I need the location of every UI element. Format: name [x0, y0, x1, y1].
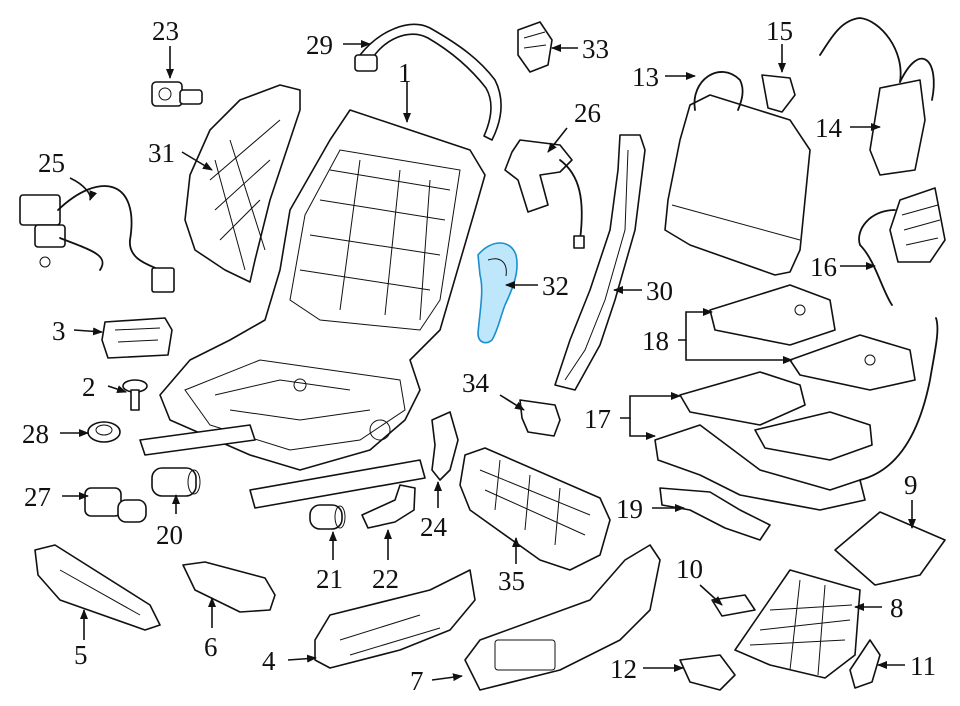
callout-12: 12	[610, 654, 637, 684]
callout-21: 21	[316, 564, 343, 594]
callout-24: 24	[420, 512, 448, 542]
callout-17: 17	[584, 404, 611, 434]
callout-25: 25	[38, 148, 65, 178]
part-29-guide-bar[interactable]	[354, 23, 502, 141]
callout-30: 30	[646, 276, 673, 306]
callout-32: 32	[542, 271, 569, 301]
part-3-switch[interactable]	[101, 317, 173, 359]
part-13-backrest-cover[interactable]	[664, 71, 811, 276]
part-9-plate[interactable]	[834, 511, 946, 586]
part-18-pads[interactable]	[709, 284, 916, 391]
part-26-recliner[interactable]	[504, 139, 585, 249]
callout-26: 26	[574, 98, 601, 128]
callout-18: 18	[642, 326, 669, 356]
part-7-outer-trim[interactable]	[464, 544, 661, 691]
callout-33: 33	[582, 34, 609, 64]
part-32-side-trim[interactable]	[477, 242, 518, 344]
part-4-side-shield[interactable]	[314, 569, 476, 669]
part-28-cap[interactable]	[87, 421, 121, 443]
part-15-clip[interactable]	[761, 74, 796, 113]
callout-20: 20	[156, 520, 183, 550]
callout-34: 34	[462, 368, 490, 398]
callout-19: 19	[616, 494, 643, 524]
callout-16: 16	[810, 252, 837, 282]
part-22-lever[interactable]	[361, 484, 416, 529]
part-30-side-strip[interactable]	[554, 134, 646, 391]
part-24-handle[interactable]	[431, 411, 459, 481]
callout-5: 5	[74, 640, 88, 670]
callout-11: 11	[910, 651, 936, 681]
part-23-actuator[interactable]	[151, 81, 203, 107]
part-6-end-cap[interactable]	[182, 561, 276, 613]
callout-7: 7	[410, 666, 424, 696]
part-31-back-panel[interactable]	[184, 84, 301, 283]
callout-10: 10	[676, 554, 703, 584]
part-19-bracket[interactable]	[659, 487, 771, 541]
callout-23: 23	[152, 16, 179, 46]
callout-6: 6	[204, 632, 218, 662]
callout-1: 1	[398, 58, 412, 88]
callout-13: 13	[632, 62, 659, 92]
part-2-bolt[interactable]	[122, 379, 148, 411]
part-16-lumbar[interactable]	[858, 187, 946, 306]
callout-9: 9	[904, 470, 918, 500]
callout-8: 8	[890, 593, 904, 623]
callout-29: 29	[306, 30, 333, 60]
part-14-heater[interactable]	[819, 17, 935, 176]
callout-31: 31	[148, 138, 175, 168]
callout-labels: 1 2 3 4 5 6 7 8 9 10 11 12 13 14 15 16 1…	[22, 16, 936, 696]
part-34-clip[interactable]	[519, 399, 561, 437]
part-33-bracket[interactable]	[517, 21, 553, 73]
callout-2: 2	[82, 372, 96, 402]
callout-35: 35	[498, 566, 525, 596]
callout-3: 3	[52, 316, 66, 346]
part-21-cylinder[interactable]	[309, 504, 346, 530]
callout-4: 4	[262, 646, 276, 676]
part-20-motor[interactable]	[151, 467, 201, 497]
part-27-motor[interactable]	[84, 487, 147, 523]
part-25-cable[interactable]	[19, 185, 175, 293]
callout-22: 22	[372, 564, 399, 594]
part-1-seat-frame[interactable]	[139, 109, 486, 509]
callout-28: 28	[22, 419, 49, 449]
callout-27: 27	[24, 482, 51, 512]
part-35-tray[interactable]	[459, 447, 611, 571]
part-5-front-trim[interactable]	[34, 544, 161, 631]
leader-lines	[60, 40, 916, 682]
callout-15: 15	[766, 16, 793, 46]
part-8-mesh-pad[interactable]	[734, 569, 861, 679]
part-10-clip[interactable]	[711, 594, 756, 617]
callout-14: 14	[815, 113, 843, 143]
part-17-seat-assembly[interactable]	[654, 317, 939, 511]
part-12-clip[interactable]	[679, 654, 736, 691]
part-11-clip[interactable]	[849, 639, 881, 689]
